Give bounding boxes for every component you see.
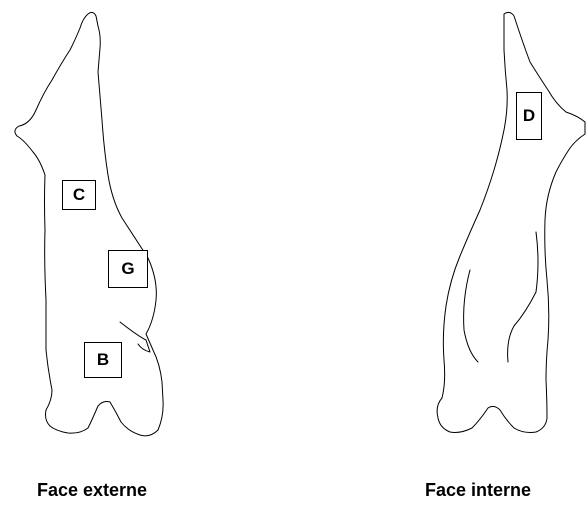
marker-b: B	[84, 342, 122, 378]
marker-g: G	[108, 250, 148, 288]
carcass-internal-face-outline	[437, 12, 585, 432]
caption-face-interne: Face interne	[425, 480, 531, 501]
caption-face-externe: Face externe	[37, 480, 147, 501]
marker-d: D	[516, 92, 542, 140]
marker-c: C	[62, 180, 96, 210]
